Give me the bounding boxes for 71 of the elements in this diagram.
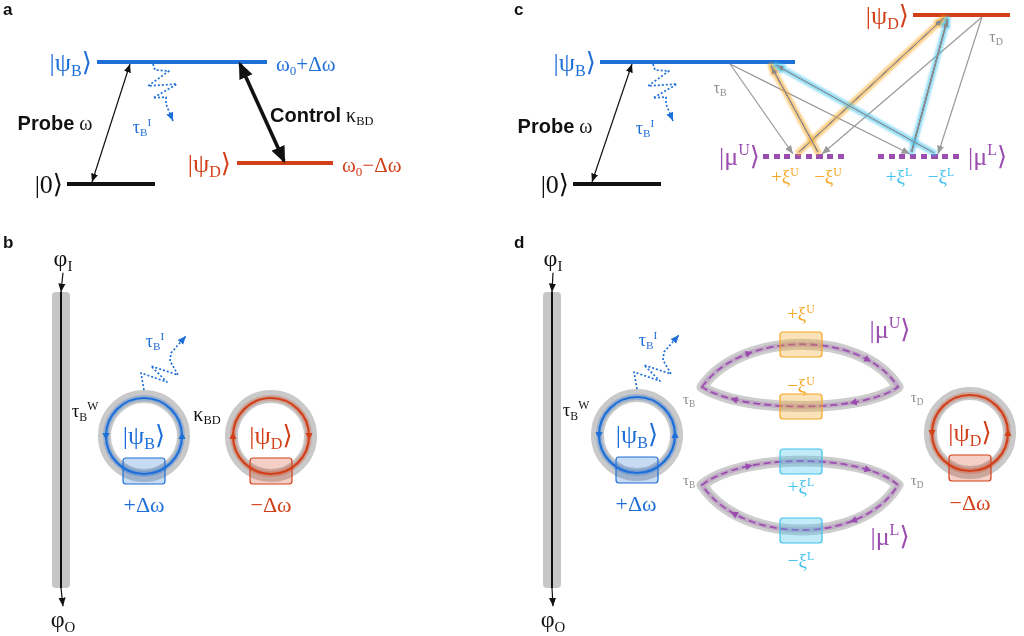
waveguide bbox=[52, 292, 70, 588]
field-label: φ$_{I}$ bbox=[53, 245, 73, 273]
ring-resonator bbox=[225, 390, 317, 486]
coupling-label: κ$_{BD}$ bbox=[193, 402, 221, 426]
dotted-wavy-arrow bbox=[633, 334, 680, 390]
edge-label: Probe ω bbox=[517, 114, 593, 138]
rate-label: τ$_{D}$ bbox=[910, 389, 924, 407]
state-label: |μ$^{L}$⟩ bbox=[968, 142, 1008, 172]
ring-resonator bbox=[924, 387, 1016, 483]
state-label: |μ$^{U}$⟩ bbox=[869, 315, 911, 345]
dotted-wavy-arrow bbox=[147, 63, 178, 122]
ring-resonator bbox=[98, 390, 190, 486]
state-label: |ψ$_{B}$⟩ bbox=[615, 420, 659, 450]
symbol-label: +ξ$^{L}$ bbox=[787, 476, 815, 498]
rate-label: τ$_{D}$ bbox=[910, 472, 924, 490]
frequency-label: ω$_{0}$+Δω bbox=[276, 51, 336, 77]
detuning-label: −Δω bbox=[250, 492, 292, 518]
symbol-label: −ξ$^{L}$ bbox=[787, 550, 815, 572]
panel-label: d bbox=[514, 233, 525, 253]
state-label: |0⟩ bbox=[540, 170, 569, 200]
ring-resonator bbox=[591, 389, 683, 485]
waveguide bbox=[543, 292, 561, 588]
state-label: |ψ$_{D}$⟩ bbox=[187, 149, 231, 179]
detuning-label: −Δω bbox=[949, 490, 991, 516]
symbol-label: −ξ$^{L}$ bbox=[927, 166, 955, 188]
dotted-wavy-arrow bbox=[140, 335, 187, 391]
detuning-label: +Δω bbox=[615, 491, 657, 517]
arrow bbox=[58, 272, 66, 293]
panel-label: c bbox=[514, 0, 524, 20]
symbol-label: +ξ$^{U}$ bbox=[771, 166, 799, 188]
state-label: |ψ$_{B}$⟩ bbox=[553, 48, 596, 78]
glowing-arrow bbox=[794, 14, 948, 157]
state-label: |0⟩ bbox=[34, 170, 63, 200]
rate-label: τ$_{B}$ bbox=[682, 391, 696, 409]
arrow bbox=[548, 272, 556, 293]
glowing-arrow bbox=[908, 15, 951, 155]
field-label: φ$_{O}$ bbox=[50, 606, 76, 634]
state-label: |ψ$_{D}$⟩ bbox=[249, 421, 293, 451]
glowing-arrow bbox=[772, 61, 938, 157]
rate-label: τ$_{B}$ bbox=[713, 78, 727, 98]
symbol-label: +ξ$^{L}$ bbox=[885, 166, 913, 188]
rate-label: τ$_{B}$ bbox=[682, 472, 696, 490]
frequency-label: ω$_{0}$−Δω bbox=[342, 152, 402, 178]
state-label: |ψ$_{B}$⟩ bbox=[122, 421, 166, 451]
symbol-label: −ξ$^{U}$ bbox=[814, 166, 842, 188]
detuning-label: +Δω bbox=[123, 492, 165, 518]
panel-label: a bbox=[3, 0, 13, 20]
glowing-arrow bbox=[767, 62, 822, 156]
field-label: φ$_{I}$ bbox=[543, 245, 563, 273]
thick-double-headed-arrow bbox=[238, 61, 286, 164]
edge-label: Control κ$_{BD}$ bbox=[270, 103, 374, 127]
arrow bbox=[548, 587, 557, 607]
state-label: |μ$^{U}$⟩ bbox=[719, 142, 760, 172]
field-label: φ$_{O}$ bbox=[540, 606, 566, 634]
arrow bbox=[821, 16, 983, 155]
panel-label: b bbox=[3, 233, 14, 253]
arrow bbox=[729, 63, 911, 155]
dotted-wavy-arrow bbox=[647, 63, 678, 122]
state-label: |μ$^{L}$⟩ bbox=[870, 522, 910, 552]
double-headed-arrow bbox=[91, 63, 131, 183]
rate-label: τ$_{D}$ bbox=[989, 27, 1003, 47]
state-label: |ψ$_{B}$⟩ bbox=[49, 48, 92, 78]
symbol-label: +ξ$^{U}$ bbox=[787, 303, 815, 325]
double-headed-arrow bbox=[591, 63, 633, 183]
arrow bbox=[729, 63, 794, 155]
arrow bbox=[937, 16, 983, 155]
state-label: |ψ$_{D}$⟩ bbox=[948, 418, 992, 448]
state-label: |ψ$_{D}$⟩ bbox=[865, 1, 909, 31]
symbol-label: −ξ$^{U}$ bbox=[787, 375, 815, 397]
arrow bbox=[58, 587, 66, 607]
edge-label: Probe ω bbox=[17, 111, 93, 135]
